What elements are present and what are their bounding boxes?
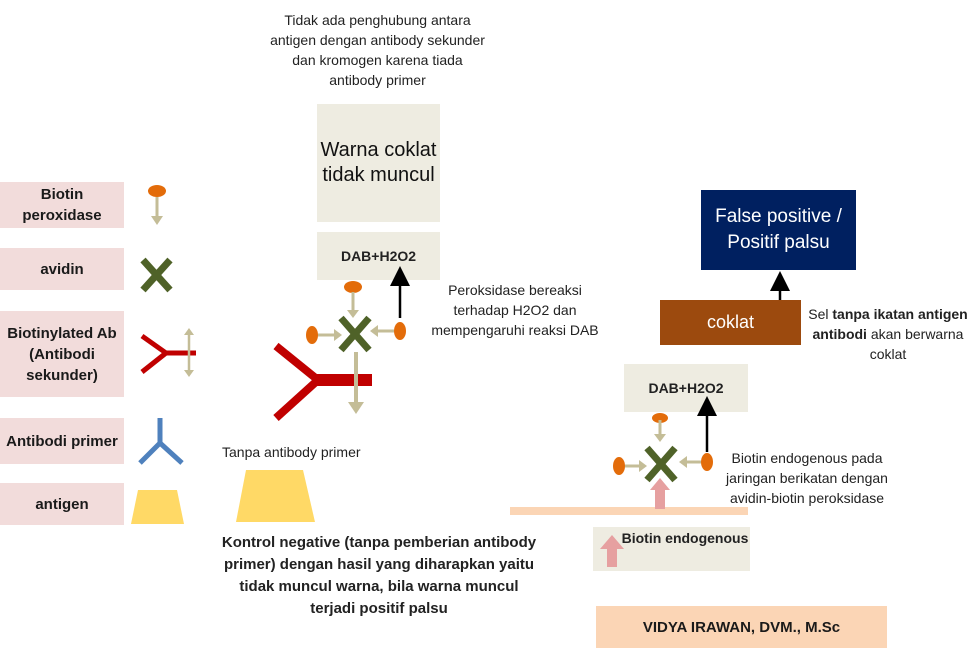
antigen-shape	[236, 470, 315, 522]
biotin-endogenous-label: Biotin endogenous	[621, 530, 749, 546]
sel-note: Sel tanpa ikatan antigen antibodi akan b…	[806, 304, 970, 364]
dab-label-right: DAB+H2O2	[648, 380, 724, 396]
top-note: Tidak ada penghubung antara antigen deng…	[270, 12, 485, 88]
no-primary-label: Tanpa antibody primer	[222, 444, 361, 460]
legend-biotin-peroxidase-label: Biotin peroxidase	[0, 182, 124, 228]
dab-box-right: DAB+H2O2	[624, 364, 748, 412]
legend-avidin-label: avidin	[0, 248, 124, 290]
legend-biotinylated-ab-label: Biotinylated Ab (Antibodi sekunder)	[0, 311, 124, 397]
endogenous-note: Biotin endogenous pada jaringan berikata…	[726, 450, 888, 506]
author-box: VIDYA IRAWAN, DVM., M.Sc	[596, 606, 887, 648]
author-text: VIDYA IRAWAN, DVM., M.Sc	[642, 618, 841, 636]
endogenous-biotin-arrow	[650, 478, 670, 509]
result-box-text: Warna coklat tidak muncul	[320, 139, 437, 186]
result-box: Warna coklat tidak muncul	[317, 104, 440, 222]
legend-antigen-icon	[131, 490, 184, 524]
coklat-text: coklat	[706, 312, 755, 332]
tissue-line	[510, 507, 748, 515]
legend-biotinylated-ab-icon	[140, 328, 196, 377]
beige-link-arrow-middle	[348, 352, 364, 414]
coklat-box: coklat	[660, 300, 801, 345]
biotin-endogenous-icon	[600, 535, 624, 567]
legend-antigen-label: antigen	[0, 483, 124, 525]
sel-note-post: akan berwarna coklat	[869, 326, 964, 362]
conclusion-text: Kontrol negative (tanpa pemberian antibo…	[221, 534, 537, 617]
sel-note-bold: tanpa ikatan antigen antibodi	[812, 306, 968, 342]
legend-avidin-icon	[140, 257, 173, 293]
sel-note-pre: Sel	[808, 306, 829, 322]
false-positive-box: False positive / Positif palsu	[701, 190, 856, 270]
legend-antibodi-primer-icon	[138, 418, 184, 465]
dab-box-middle: DAB+H2O2	[317, 232, 440, 280]
false-positive-text: False positive / Positif palsu	[715, 206, 842, 253]
peroxidase-note: Peroksidase bereaksi terhadap H2O2 dan m…	[431, 282, 599, 338]
legend-antibodi-primer-label: Antibodi primer	[0, 418, 124, 464]
legend-peroxidase-icon	[148, 185, 166, 225]
abc-complex-right	[613, 413, 713, 483]
abc-complex-middle	[306, 281, 406, 353]
dab-label-middle: DAB+H2O2	[340, 248, 417, 264]
